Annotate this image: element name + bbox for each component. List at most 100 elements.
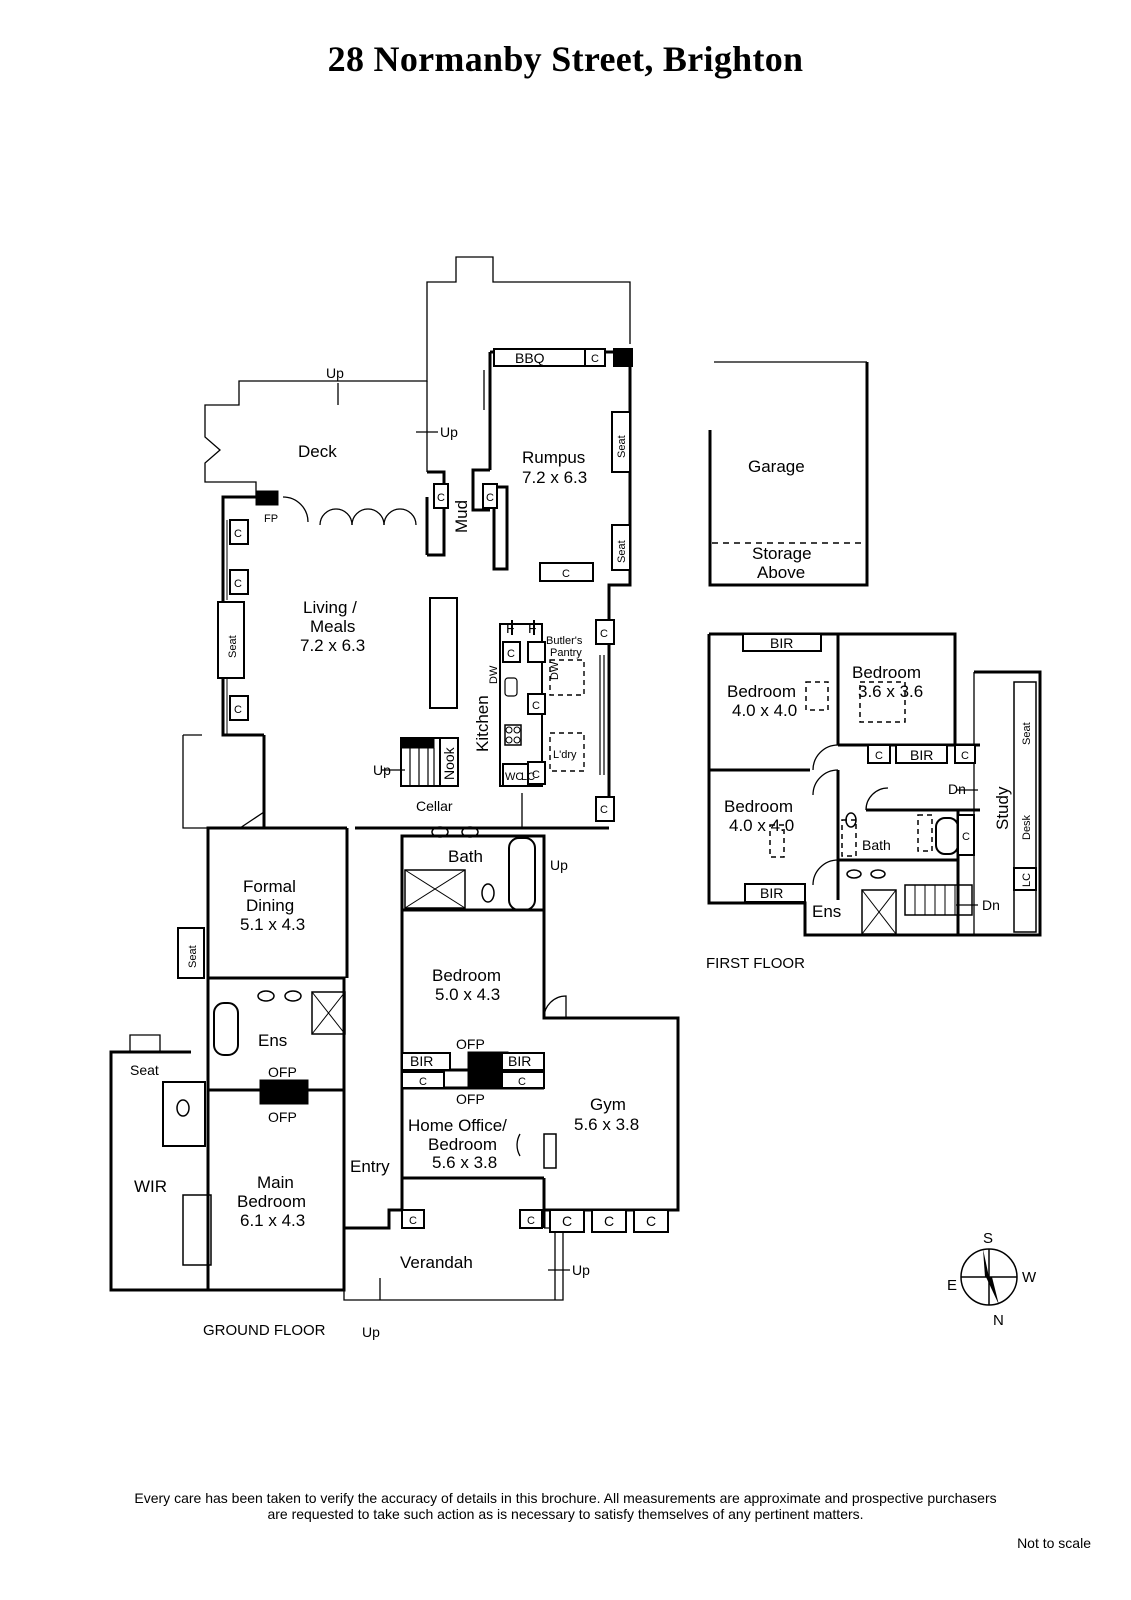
bir-label: BIR	[508, 1053, 531, 1069]
main-bedroom-walls	[206, 978, 346, 1292]
bir-label: BIR	[910, 747, 933, 763]
disclaimer: Every care has been taken to verify the …	[0, 1490, 1131, 1522]
cupboard-label: C	[419, 1076, 427, 1088]
pantry-label: Pantry	[550, 647, 582, 659]
disclaimer-line-1: Every care has been taken to verify the …	[134, 1490, 997, 1506]
deck-outline	[204, 256, 631, 497]
fridge-label: F	[528, 620, 537, 636]
room-meals: Meals	[310, 617, 355, 636]
butlers-label: Butler's	[546, 635, 583, 647]
cupboard-label: C	[604, 1213, 614, 1229]
seat-label: Seat	[616, 540, 628, 563]
room-mud: Mud	[452, 500, 471, 533]
compass-w: W	[1022, 1269, 1037, 1286]
ground-floor-plan	[109, 256, 680, 1301]
cupboard-label: C	[234, 528, 242, 540]
fp-label: FP	[264, 513, 278, 525]
room-bedroom-size: 5.0 x 4.3	[435, 985, 500, 1004]
room-rumpus: Rumpus	[522, 448, 585, 467]
seat-label: Seat	[1021, 722, 1033, 745]
cupboard-label: C	[437, 492, 445, 504]
ofp-label: OFP	[268, 1064, 297, 1080]
cupboard-label: C	[962, 831, 970, 843]
cupboard-label: C	[961, 750, 969, 762]
mud-room	[427, 470, 446, 557]
room-bath: Bath	[448, 847, 483, 866]
disclaimer-line-2: are requested to take such action as is …	[267, 1506, 864, 1522]
cupboard-label: C	[562, 568, 570, 580]
room-bedroom-size: 3.6 x 3.6	[858, 682, 923, 701]
cupboard-label: C	[646, 1213, 656, 1229]
room-bedroom: Bedroom	[724, 797, 793, 816]
ensuite-bath	[213, 1002, 239, 1056]
ground-labels: Up Up Up Up Up Up Deck Rumpus 7.2 x 6.3 …	[130, 350, 656, 1340]
cupboard-label: C	[600, 804, 608, 816]
cupboard-label: C	[486, 492, 494, 504]
nook-label: Nook	[441, 746, 457, 780]
room-office-bedroom: Bedroom	[428, 1135, 497, 1154]
up-label: Up	[440, 424, 458, 440]
wc-cubicle	[162, 1081, 206, 1147]
cupboard-label: C	[527, 1215, 535, 1227]
cupboard-label: C	[518, 1076, 526, 1088]
room-bedroom-size: 4.0 x 4.0	[729, 816, 794, 835]
first-floor-label: FIRST FLOOR	[706, 955, 805, 972]
room-main-size: 6.1 x 4.3	[240, 1211, 305, 1230]
cupboard-label: C	[600, 628, 608, 640]
room-wir: WIR	[134, 1177, 167, 1196]
first-labels: BIR Bedroom 4.0 x 4.0 Bedroom 3.6 x 3.6 …	[706, 635, 1033, 972]
cupboard-label: C	[234, 704, 242, 716]
room-bedroom: Bedroom	[432, 966, 501, 985]
bir-label: BIR	[760, 885, 783, 901]
room-rumpus-size: 7.2 x 6.3	[522, 468, 587, 487]
room-deck: Deck	[298, 442, 337, 461]
bath-tub	[508, 837, 536, 911]
room-garage: Garage	[748, 457, 805, 476]
ofp-label: OFP	[268, 1109, 297, 1125]
room-gym: Gym	[590, 1095, 626, 1114]
room-living-size: 7.2 x 6.3	[300, 636, 365, 655]
seat-label: Seat	[616, 435, 628, 458]
not-to-scale: Not to scale	[1017, 1535, 1091, 1551]
up-label: Up	[572, 1262, 590, 1278]
room-bath: Bath	[862, 837, 891, 853]
ofp-label: OFP	[456, 1091, 485, 1107]
up-label: Up	[550, 857, 568, 873]
ofp-fireplace-2	[259, 1079, 309, 1105]
up-label: Up	[373, 762, 391, 778]
wc-label: WC	[505, 771, 523, 783]
cupboard-label: C	[875, 750, 883, 762]
bath-shower	[404, 869, 466, 909]
room-study: Study	[993, 786, 1012, 830]
lc-label: LC	[1021, 873, 1033, 887]
room-bedroom: Bedroom	[727, 682, 796, 701]
ensuite-shower	[311, 991, 346, 1035]
room-formal-size: 5.1 x 4.3	[240, 915, 305, 934]
up-label: Up	[326, 365, 344, 381]
room-living: Living /	[303, 598, 357, 617]
first-fixtures	[742, 633, 1037, 903]
bbq-label: BBQ	[515, 350, 545, 366]
compass	[960, 1248, 1018, 1306]
compass-needle	[986, 1277, 999, 1305]
dw-label: DW	[488, 665, 500, 684]
cupboard-label: C	[562, 1213, 572, 1229]
room-ens: Ens	[812, 902, 841, 921]
room-bedroom-size: 4.0 x 4.0	[732, 701, 797, 720]
fridge-label: F	[506, 620, 515, 636]
room-gym-size: 5.6 x 3.8	[574, 1115, 639, 1134]
cupboard-label: C	[507, 648, 515, 660]
garage-labels: Garage Storage Above	[748, 457, 812, 582]
compass-n: N	[993, 1312, 1004, 1329]
cupboard-label: C	[532, 700, 540, 712]
wir-walls	[109, 1050, 208, 1292]
seat-label: Seat	[130, 1062, 159, 1078]
room-office-size: 5.6 x 3.8	[432, 1153, 497, 1172]
cupboard-label: C	[409, 1215, 417, 1227]
seat-label: Seat	[227, 635, 239, 658]
storage-above-label: Above	[757, 563, 805, 582]
compass-e: E	[947, 1277, 957, 1294]
room-bedroom: Bedroom	[852, 663, 921, 682]
room-ens: Ens	[258, 1031, 287, 1050]
